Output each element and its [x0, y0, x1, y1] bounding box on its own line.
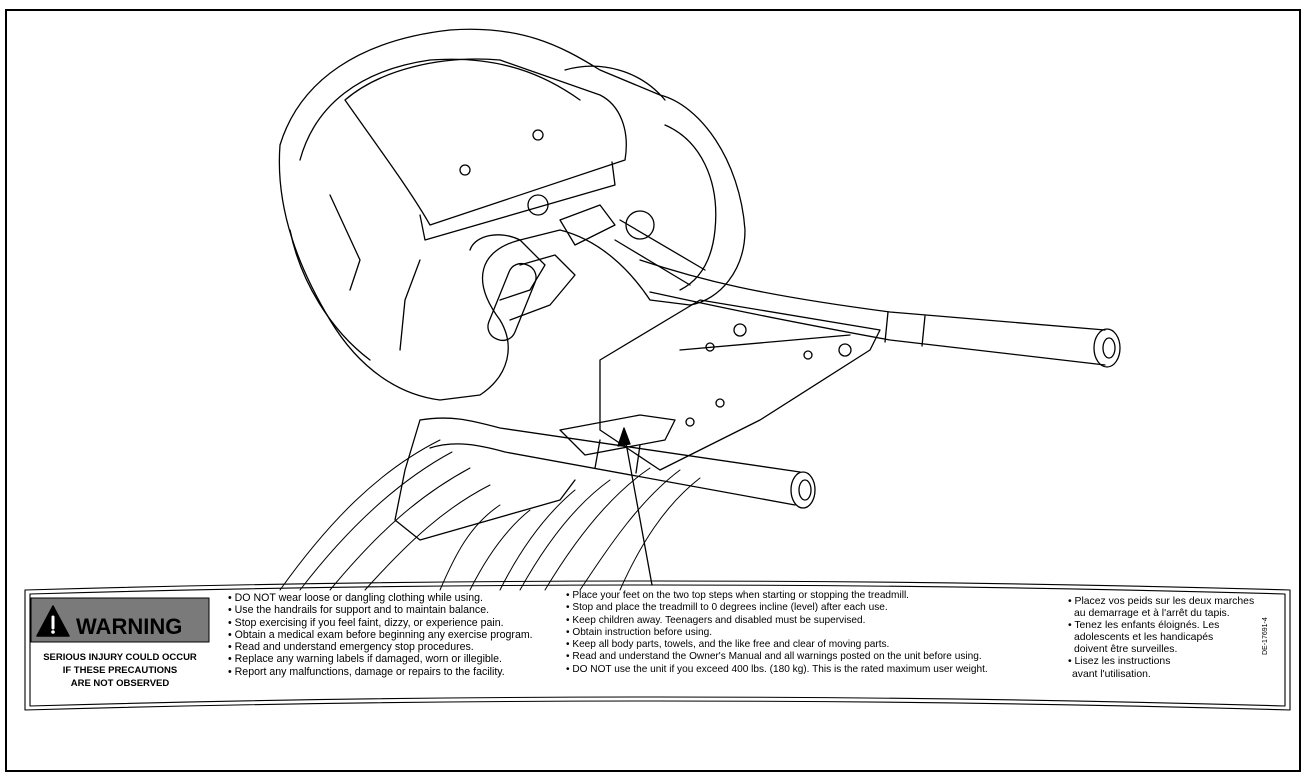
precaution-line-2: IF THESE PRECAUTIONS [63, 665, 178, 676]
list-item: • DO NOT wear loose or dangling clothing… [228, 592, 483, 604]
list-item: adolescents et les handicapés [1074, 632, 1214, 644]
list-item: • Lisez les instructions [1068, 656, 1171, 668]
warning-list-english-1: • DO NOT wear loose or dangling clothing… [228, 592, 533, 678]
frame-rails [279, 439, 701, 591]
list-item: • DO NOT use the unit if you exceed 400 … [566, 663, 988, 675]
part-code: DE-17691-4 [1262, 617, 1269, 655]
list-item: • Read and understand emergency stop pro… [228, 641, 474, 654]
right-handrail [614, 210, 1121, 368]
list-item: • Tenez les enfants éloignés. Les [1068, 620, 1220, 632]
list-item: • Stop and place the treadmill to 0 degr… [566, 602, 888, 614]
precaution-line-1: SERIOUS INJURY COULD OCCUR [43, 652, 197, 663]
warning-panel: WARNING SERIOUS INJURY COULD OCCUR IF TH… [30, 597, 210, 689]
list-item: avant l'utilisation. [1072, 668, 1151, 680]
leader-arrow [617, 427, 653, 586]
list-item: • Obtain a medical exam before beginning… [228, 628, 533, 641]
list-item: • Read and understand the Owner's Manual… [566, 651, 982, 663]
upright-plate [599, 299, 881, 471]
list-item: doivent être surveilles. [1074, 644, 1178, 656]
list-item: • Use the handrails for support and to m… [228, 604, 490, 617]
console-housing [278, 28, 746, 401]
precaution-line-3: ARE NOT OBSERVED [71, 678, 170, 689]
warning-label-outline [24, 580, 1291, 711]
list-item: • Place your feet on the two top steps w… [566, 590, 909, 601]
left-handrail [394, 414, 816, 541]
warning-word: WARNING [76, 614, 182, 639]
list-item: • Obtain instruction before using. [566, 626, 713, 638]
list-item: • Replace any warning labels if damaged,… [228, 653, 502, 666]
warning-list-english-2: • Place your feet on the two top steps w… [566, 590, 988, 676]
figure-frame [5, 9, 1301, 772]
list-item: • Keep children away. Teenagers and disa… [566, 614, 866, 626]
list-item: • Stop exercising if you feel faint, diz… [228, 616, 504, 629]
warning-list-french: • Placez vos peids sur les deux marches … [1068, 596, 1254, 681]
list-item: • Placez vos peids sur les deux marches [1068, 596, 1255, 607]
list-item: • Keep all body parts, towels, and the l… [566, 639, 890, 651]
list-item: au demarrage et à l'arrêt du tapis. [1074, 608, 1230, 620]
list-item: • Report any malfunctions, damage or rep… [228, 665, 505, 678]
center-grips [469, 204, 616, 342]
